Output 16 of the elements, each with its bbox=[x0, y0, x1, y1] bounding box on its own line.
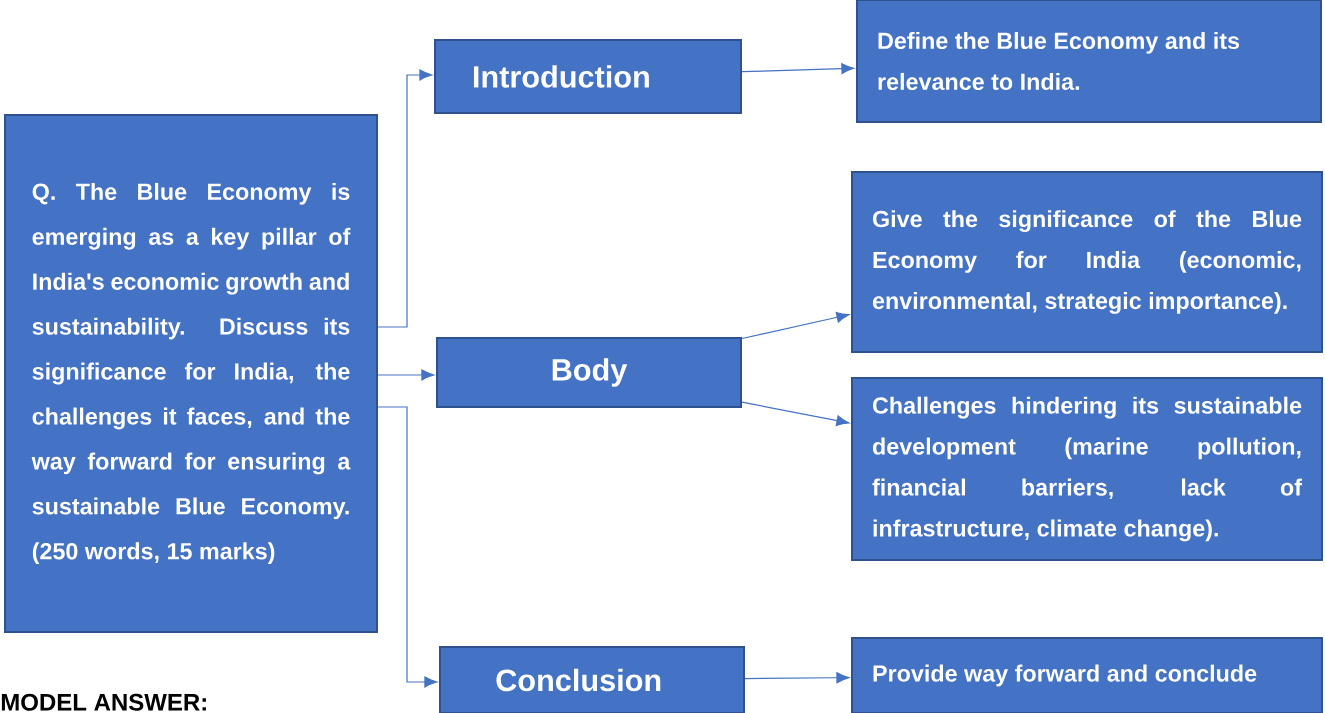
point-box: Define the Blue Economy and its relevance to India. bbox=[856, 0, 1322, 123]
arrow bbox=[377, 369, 435, 381]
arrow bbox=[741, 311, 850, 340]
section-box: Body bbox=[436, 336, 742, 409]
section-box: Conclusion bbox=[439, 646, 745, 713]
point-box: Provide way forward and conclude bbox=[851, 637, 1323, 713]
arrow bbox=[377, 69, 433, 328]
point-box: Give the significance of the Blue Economy for India (economic, environmental, strategic importance). bbox=[851, 171, 1323, 353]
arrow bbox=[741, 401, 850, 427]
arrow bbox=[744, 672, 850, 684]
section-box: Introduction bbox=[434, 38, 742, 115]
question-box: Q. The Blue Economy is emerging as a key pillar of India's economic growth and sustainability. Discuss its significance for India, the challenges it faces, and the way forward for ensuring a sustainable Blue Economy. (250 words, 15 marks) bbox=[4, 113, 378, 634]
point-box: Challenges hindering its sustainable development (marine pollution, financial barriers, lack of infrastructure, climate change). bbox=[851, 377, 1323, 561]
arrow bbox=[741, 63, 855, 75]
heading: MODEL ANSWER: bbox=[1, 693, 206, 711]
arrow bbox=[377, 406, 438, 688]
